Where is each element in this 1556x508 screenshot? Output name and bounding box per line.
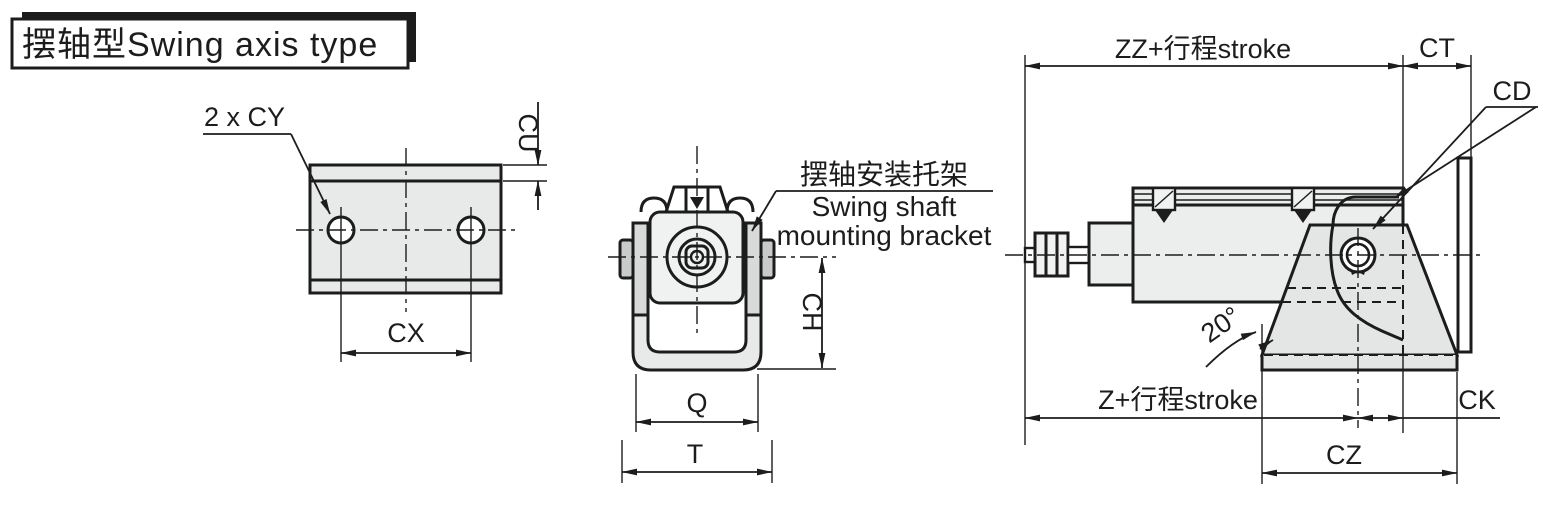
set-screw-1-tip <box>1155 210 1173 223</box>
title-box: 摆轴型Swing axis type <box>10 12 416 70</box>
zz-label: ZZ+行程stroke <box>1115 34 1291 64</box>
ct-label: CT <box>1419 33 1455 63</box>
q-label: Q <box>686 388 707 418</box>
hole-callout-leader <box>290 133 331 215</box>
angle-arc-2 <box>1258 339 1274 351</box>
clevis-plate-left <box>631 221 650 317</box>
shaft-boss-top <box>1331 195 1399 226</box>
rod-gland-block <box>1087 221 1135 287</box>
cu-label: CU <box>513 114 543 153</box>
set-screw-2-hatch <box>1293 190 1313 208</box>
page-title: 摆轴型Swing axis type <box>22 26 378 64</box>
bracket-callout-cn: 摆轴安装托架 <box>800 159 968 190</box>
cd-leader-hole <box>1372 106 1487 230</box>
set-screw-1-hatch <box>1154 190 1174 208</box>
cd-leader-shaft <box>1393 106 1537 199</box>
ck-label: CK <box>1458 385 1496 415</box>
page-title-en: Swing axis type <box>127 26 378 64</box>
set-screw-1 <box>1151 186 1177 223</box>
t-label: T <box>687 439 704 469</box>
page-title-cn: 摆轴型 <box>22 26 127 64</box>
clevis-plate-right <box>744 221 763 317</box>
shaft-boss-curve <box>1329 224 1404 342</box>
pivot-pin-left <box>618 238 635 280</box>
pivot-pin-right <box>759 238 776 280</box>
bracket-callout-en1: Swing shaft <box>812 191 957 222</box>
set-screw-2-tip <box>1294 210 1312 223</box>
top-view: 2 x CY CU CX <box>203 102 547 362</box>
front-view: 摆轴安装托架 Swing shaft mounting bracket CH Q… <box>608 146 993 483</box>
cz-label: CZ <box>1326 440 1362 470</box>
swing-bracket-base <box>1260 355 1459 372</box>
cd-label: CD <box>1493 76 1532 106</box>
side-view: ZZ+行程stroke CT CD 20° Z+行程stroke CK CZ <box>1005 33 1538 484</box>
title-box-frame <box>10 17 410 70</box>
cx-label: CX <box>387 318 425 348</box>
bracket-callout-en2: mounting bracket <box>777 220 992 251</box>
ear-lug-right <box>725 196 755 213</box>
circlip-lugs <box>1350 268 1366 275</box>
bracket-callout-leader <box>751 190 777 232</box>
hole-callout-label: 2 x CY <box>204 102 285 132</box>
set-screw-2 <box>1290 186 1316 223</box>
z-label: Z+行程stroke <box>1098 385 1258 415</box>
angle-arc-1 <box>1205 331 1257 368</box>
ear-lug-left <box>639 196 669 213</box>
ch-label: CH <box>797 293 827 332</box>
